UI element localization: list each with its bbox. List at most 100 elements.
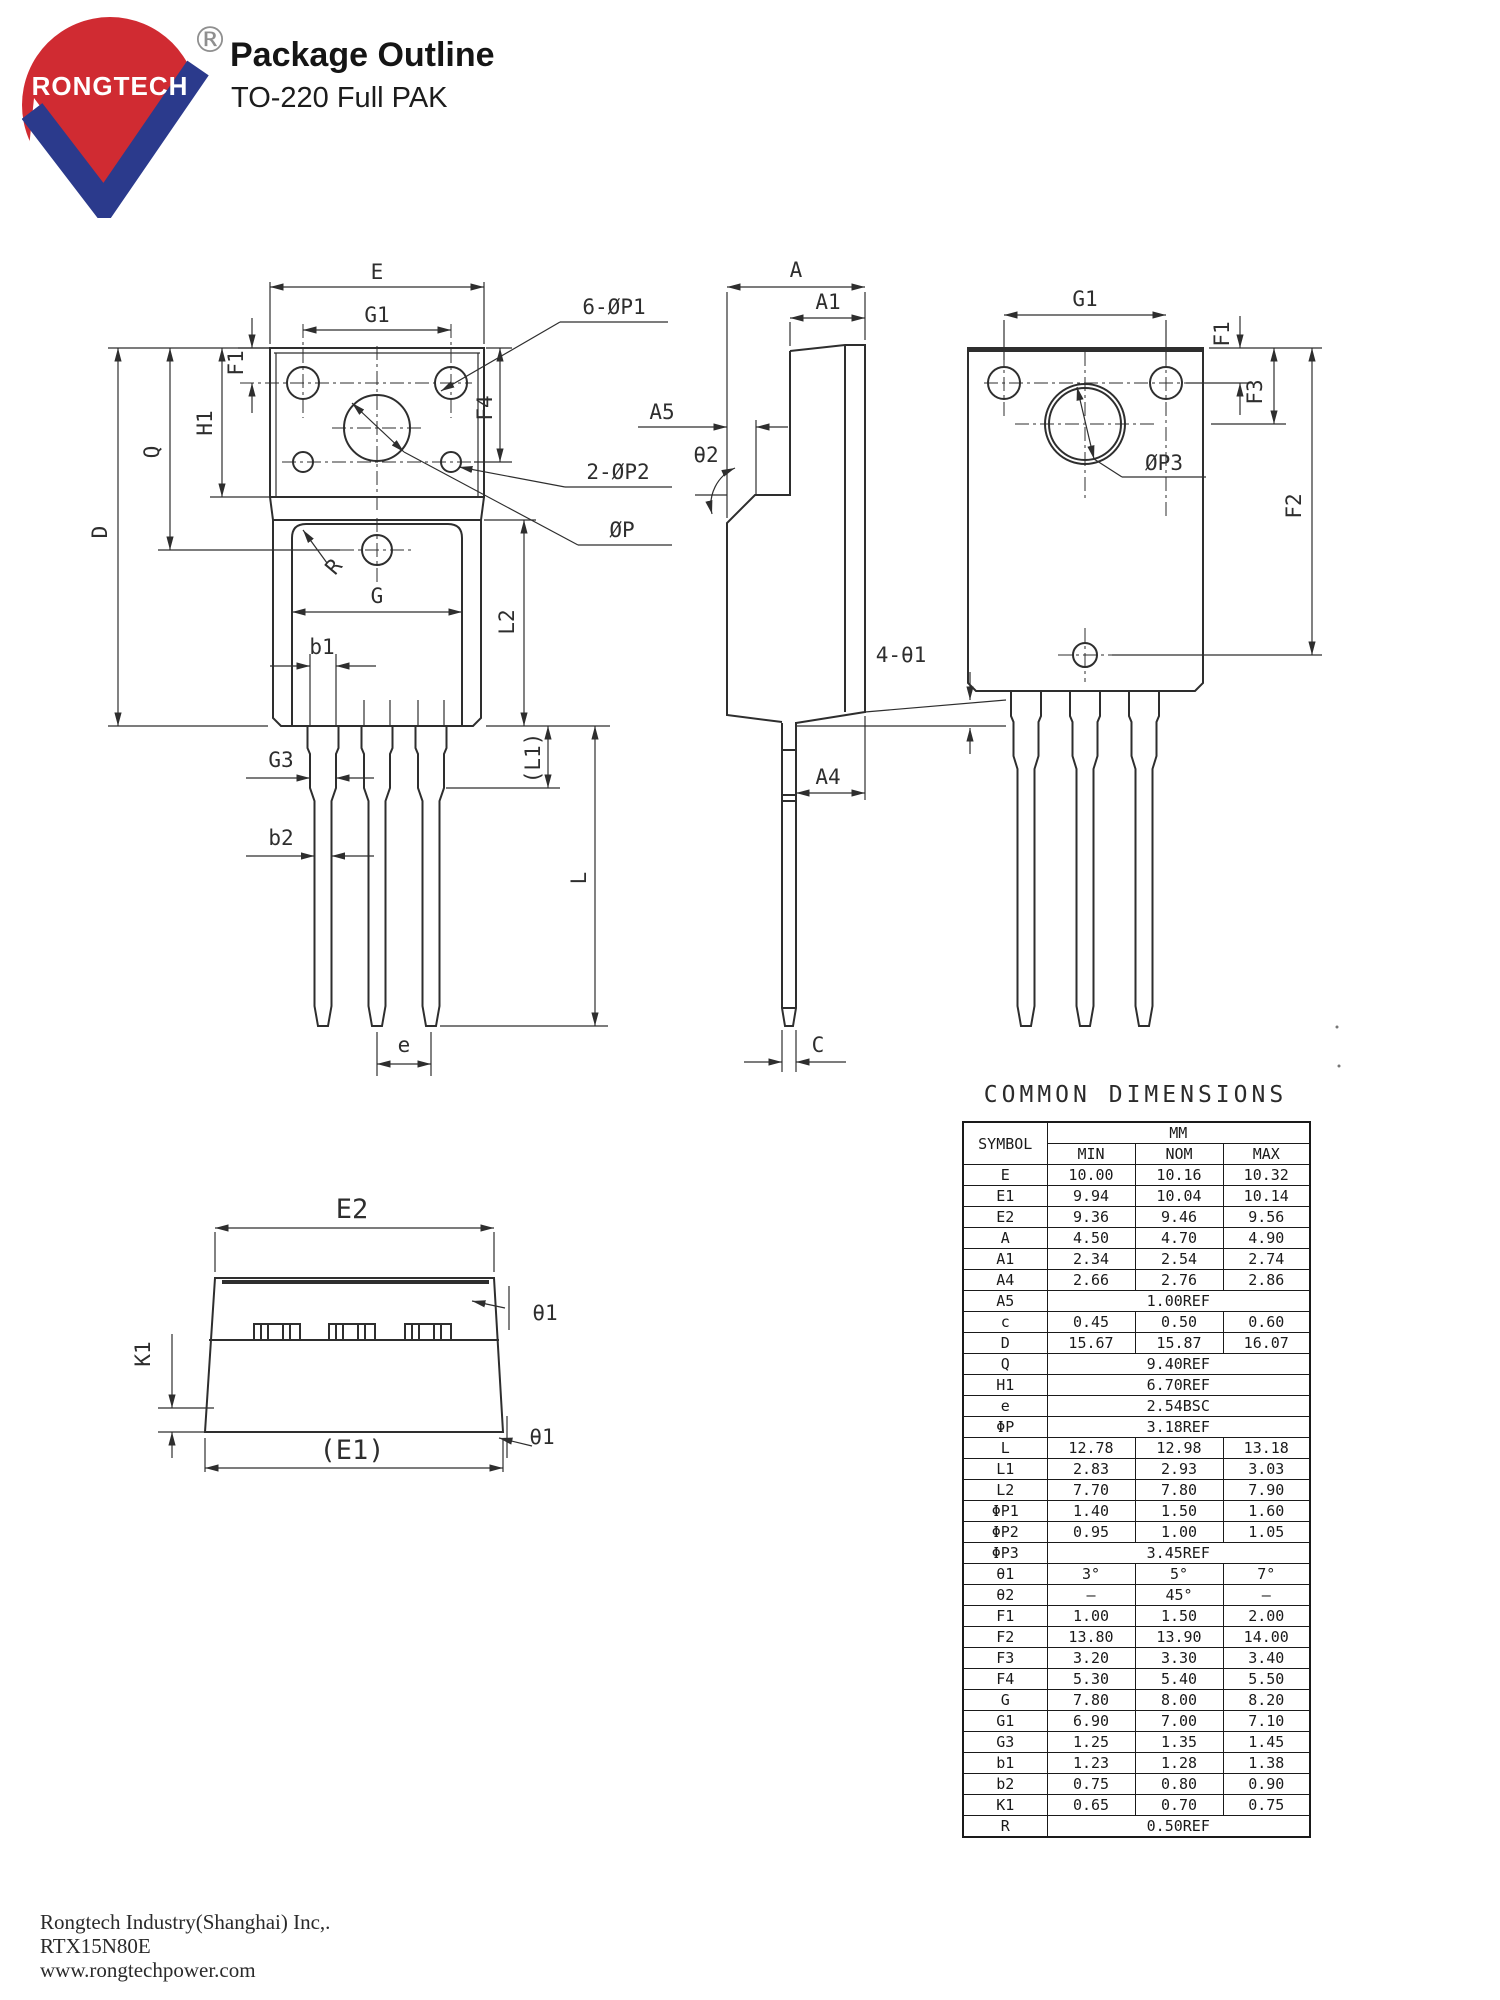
- table-cell: 7°: [1222, 1563, 1311, 1585]
- dim-label-l1: (L1): [521, 733, 545, 784]
- table-cell: ΦP1: [962, 1500, 1048, 1522]
- table-cell: A4: [962, 1269, 1048, 1291]
- lead-pads: [253, 1323, 452, 1341]
- column-header-min: MIN: [1046, 1143, 1136, 1165]
- dim-label-f1-back: F1: [1210, 321, 1234, 346]
- table-cell: A1: [962, 1248, 1048, 1270]
- table-cell: L1: [962, 1458, 1048, 1480]
- table-cell: 0.75: [1222, 1794, 1311, 1816]
- table-cell: 5°: [1134, 1563, 1224, 1585]
- table-cell: 7.80: [1134, 1479, 1224, 1501]
- table-cell: 0.50REF: [1046, 1815, 1311, 1838]
- table-cell: G: [962, 1689, 1048, 1711]
- table-cell: 0.80: [1134, 1773, 1224, 1795]
- dim-label-a: A: [790, 258, 803, 282]
- table-cell: F4: [962, 1668, 1048, 1690]
- dim-label-e: E: [371, 260, 384, 284]
- table-cell: 2.34: [1046, 1248, 1136, 1270]
- side-view: A A1 A5 θ2 4-θ1 A4: [638, 258, 1007, 1072]
- dim-label-f2: F2: [1282, 493, 1306, 518]
- logo-text: RONGTECH: [32, 71, 189, 101]
- table-cell: E: [962, 1164, 1048, 1186]
- table-cell: 10.04: [1134, 1185, 1224, 1207]
- dim-label-e-pitch: e: [398, 1033, 411, 1057]
- table-cell: 1.45: [1222, 1731, 1311, 1753]
- dim-label-f3: F3: [1243, 379, 1267, 404]
- table-cell: 3.20: [1046, 1647, 1136, 1669]
- dim-label-theta2: θ2: [693, 443, 718, 467]
- table-cell: 10.00: [1046, 1164, 1136, 1186]
- table-cell: 4.70: [1134, 1227, 1224, 1249]
- dim-label-f1: F1: [224, 350, 248, 375]
- dim-label-g3: G3: [268, 748, 293, 772]
- dim-label-g1: G1: [364, 303, 389, 327]
- dim-label-a4: A4: [815, 765, 840, 789]
- dim-label-b2: b2: [268, 826, 293, 850]
- table-cell: H1: [962, 1374, 1048, 1396]
- table-cell: A: [962, 1227, 1048, 1249]
- table-cell: 12.98: [1134, 1437, 1224, 1459]
- table-cell: 0.60: [1222, 1311, 1311, 1333]
- dim-label-k1: K1: [131, 1341, 155, 1366]
- rongtech-logo: RONGTECH ®: [22, 17, 228, 218]
- table-cell: 5.30: [1046, 1668, 1136, 1690]
- logo-blue-check: [22, 60, 209, 218]
- dim-label-l2: L2: [495, 609, 519, 634]
- table-cell: 2.00: [1222, 1605, 1311, 1627]
- page-footer: Rongtech Industry(Shanghai) Inc,. RTX15N…: [40, 1910, 330, 1982]
- table-cell: 0.95: [1046, 1521, 1136, 1543]
- column-header-max: MAX: [1222, 1143, 1311, 1165]
- dim-label-c: C: [812, 1033, 825, 1057]
- print-artifact-dot: [1335, 1025, 1339, 1029]
- table-cell: L: [962, 1437, 1048, 1459]
- table-cell: 8.00: [1134, 1689, 1224, 1711]
- dim-label-l: L: [567, 872, 591, 885]
- dim-label-h1: H1: [193, 410, 217, 435]
- dim-label-theta1-top: θ1: [532, 1301, 557, 1325]
- table-cell: 3.03: [1222, 1458, 1311, 1480]
- dim-label-four-theta1: 4-θ1: [876, 643, 927, 667]
- table-cell: 1.25: [1046, 1731, 1136, 1753]
- table-cell: F1: [962, 1605, 1048, 1627]
- bottom-view: E2 (E1) K1 θ1 θ1: [131, 1194, 558, 1472]
- table-cell: 0.90: [1222, 1773, 1311, 1795]
- dim-label-e1: (E1): [319, 1435, 384, 1466]
- column-header-symbol: SYMBOL: [962, 1121, 1048, 1165]
- table-cell: 13.90: [1134, 1626, 1224, 1648]
- table-cell: 15.87: [1134, 1332, 1224, 1354]
- table-cell: 1.50: [1134, 1500, 1224, 1522]
- callout-label-p3: ØP3: [1145, 451, 1183, 475]
- table-cell: A5: [962, 1290, 1048, 1312]
- table-cell: b1: [962, 1752, 1048, 1774]
- table-cell: 3.45REF: [1046, 1542, 1311, 1564]
- table-cell: e: [962, 1395, 1048, 1417]
- table-cell: 13.18: [1222, 1437, 1311, 1459]
- table-cell: 1.00REF: [1046, 1290, 1311, 1312]
- table-cell: R: [962, 1815, 1048, 1838]
- table-cell: 1.60: [1222, 1500, 1311, 1522]
- table-cell: 9.36: [1046, 1206, 1136, 1228]
- table-cell: 13.80: [1046, 1626, 1136, 1648]
- table-cell: ΦP3: [962, 1542, 1048, 1564]
- table-cell: L2: [962, 1479, 1048, 1501]
- part-number: RTX15N80E: [40, 1934, 151, 1958]
- website-url: www.rongtechpower.com: [40, 1958, 256, 1982]
- dim-label-theta1-bottom: θ1: [529, 1425, 554, 1449]
- table-cell: 16.07: [1222, 1332, 1311, 1354]
- dim-label-f4: F4: [473, 395, 497, 420]
- table-cell: 7.00: [1134, 1710, 1224, 1732]
